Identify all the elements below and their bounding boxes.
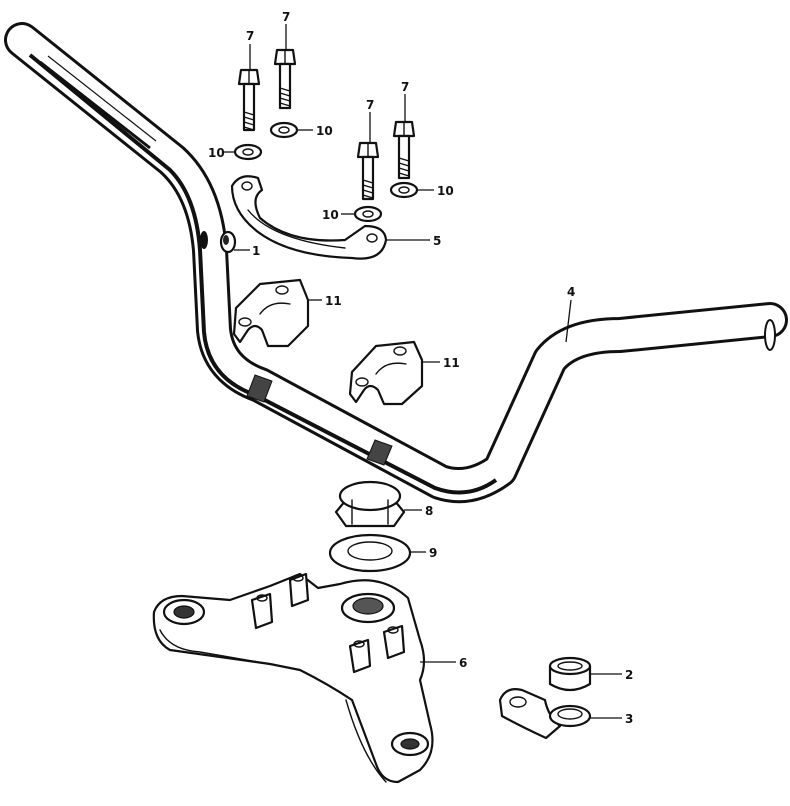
part-11-clamp-right bbox=[348, 340, 424, 406]
callout-numbers: 1 2 3 4 5 6 7 7 7 7 8 9 10 10 10 10 11 1… bbox=[208, 10, 633, 726]
leader-lines bbox=[224, 24, 622, 719]
bolt-7b bbox=[273, 48, 297, 110]
callout-8: 8 bbox=[425, 504, 433, 518]
washer-10a bbox=[233, 143, 263, 161]
bolt-7a bbox=[237, 68, 261, 132]
callout-10c: 10 bbox=[322, 208, 339, 222]
part-2-collar bbox=[548, 656, 592, 692]
part-11-clamp-left bbox=[232, 278, 310, 348]
callout-7c: 7 bbox=[366, 98, 374, 112]
callout-4: 4 bbox=[567, 285, 575, 299]
knurl-right bbox=[366, 439, 393, 466]
callout-7b: 7 bbox=[282, 10, 290, 24]
callout-11a: 11 bbox=[325, 294, 342, 308]
washer-10b bbox=[269, 121, 299, 139]
bolt-7c bbox=[356, 141, 380, 201]
part-8-nut bbox=[334, 480, 406, 528]
part-3-tab-washer bbox=[498, 688, 592, 740]
handlebar bbox=[4, 22, 788, 504]
washer-10d bbox=[389, 181, 419, 199]
part-9-washer bbox=[328, 533, 412, 573]
callout-7a: 7 bbox=[246, 29, 254, 43]
callout-10b: 10 bbox=[316, 124, 333, 138]
callout-7d: 7 bbox=[401, 80, 409, 94]
knurl-left bbox=[246, 374, 273, 403]
part-1-plug bbox=[219, 230, 237, 254]
callout-5: 5 bbox=[433, 234, 441, 248]
part-6-top-bridge bbox=[152, 572, 434, 784]
callout-11b: 11 bbox=[443, 356, 460, 370]
callout-3: 3 bbox=[625, 712, 633, 726]
washer-10c bbox=[353, 205, 383, 223]
bolt-7d bbox=[392, 120, 416, 180]
callout-10a: 10 bbox=[208, 146, 225, 160]
callout-10d: 10 bbox=[437, 184, 454, 198]
callout-6: 6 bbox=[459, 656, 467, 670]
callout-2: 2 bbox=[625, 668, 633, 682]
part-5-bracket bbox=[230, 175, 388, 260]
callout-1: 1 bbox=[252, 244, 260, 258]
callout-9: 9 bbox=[429, 546, 437, 560]
